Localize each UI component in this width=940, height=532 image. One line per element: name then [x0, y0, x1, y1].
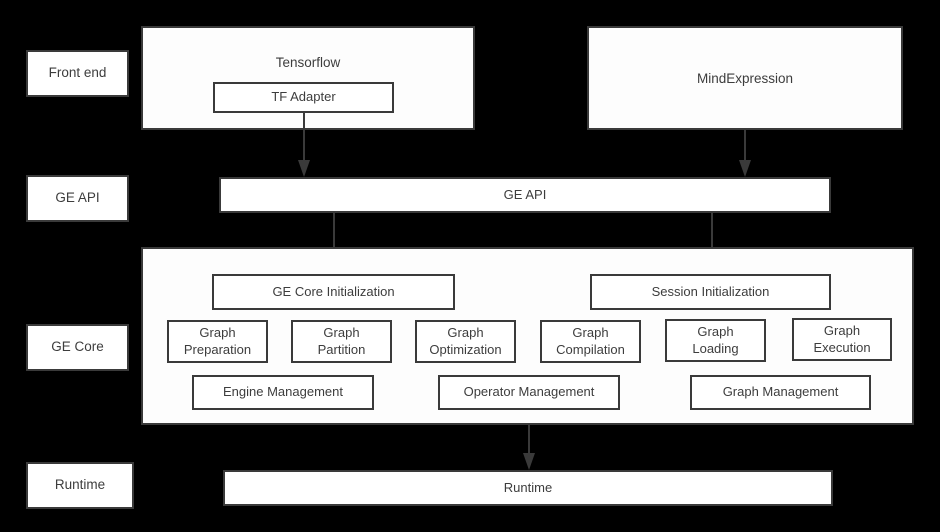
graph-partition-box[interactable]: Graph Partition — [291, 320, 392, 363]
arrow-tf-adapter-to-ge-api — [296, 112, 312, 178]
engine-management-box[interactable]: Engine Management — [192, 375, 374, 410]
graph-execution-box[interactable]: Graph Execution — [792, 318, 892, 361]
layer-label-ge-api: GE API — [26, 175, 129, 222]
arrow-ge-core-to-runtime — [521, 425, 537, 471]
arrow-mindexpression-to-ge-api — [737, 130, 753, 178]
mindexpression-container[interactable] — [587, 26, 903, 130]
runtime-bar[interactable]: Runtime — [223, 470, 833, 506]
tensorflow-label: Tensorflow — [275, 55, 341, 70]
ge-core-initialization-box[interactable]: GE Core Initialization — [212, 274, 455, 310]
graph-loading-box[interactable]: Graph Loading — [665, 319, 766, 362]
operator-management-box[interactable]: Operator Management — [438, 375, 620, 410]
layer-label-runtime: Runtime — [26, 462, 134, 509]
layer-label-ge-core: GE Core — [26, 324, 129, 371]
layer-label-front-end: Front end — [26, 50, 129, 97]
graph-management-box[interactable]: Graph Management — [690, 375, 871, 410]
graph-preparation-box[interactable]: Graph Preparation — [167, 320, 268, 363]
ge-api-bar[interactable]: GE API — [219, 177, 831, 213]
graph-optimization-box[interactable]: Graph Optimization — [415, 320, 516, 363]
tf-adapter-box[interactable]: TF Adapter — [213, 82, 394, 113]
mindexpression-label: MindExpression — [696, 71, 794, 86]
graph-compilation-box[interactable]: Graph Compilation — [540, 320, 641, 363]
session-initialization-box[interactable]: Session Initialization — [590, 274, 831, 310]
